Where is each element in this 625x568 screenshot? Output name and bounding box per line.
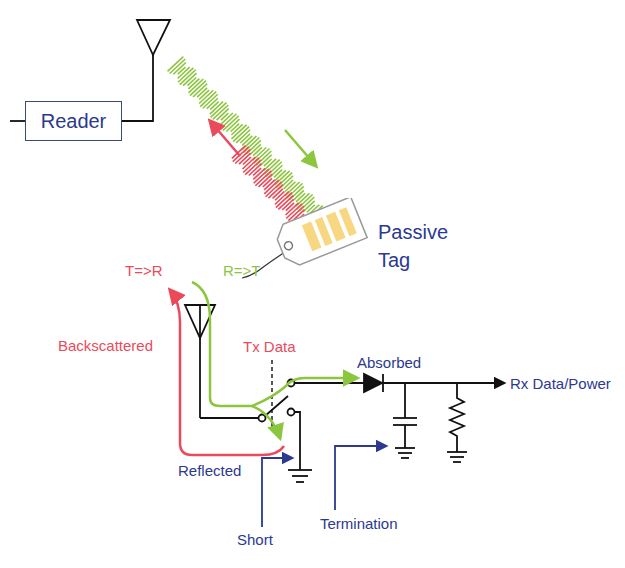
beam-stroke (253, 147, 262, 155)
beam-stroke (276, 193, 292, 208)
backscatter-path (170, 290, 284, 455)
passive-tag: Passive Tag (270, 198, 370, 268)
beam-stroke (231, 124, 239, 132)
beam-stroke (274, 170, 282, 178)
tag-hole (283, 241, 293, 251)
beam-stroke (296, 193, 305, 202)
beam-stroke (203, 94, 218, 108)
reflected-path (252, 406, 280, 438)
beam-stroke (263, 178, 272, 187)
tag-inlay (339, 207, 357, 236)
forward-arrow (285, 130, 316, 166)
beam-stroke (286, 203, 294, 211)
beam-stroke (233, 127, 249, 142)
signal-label: Rx Data/Power (510, 375, 611, 392)
signal-label: Tx Data (243, 338, 296, 355)
short-pointer (262, 458, 292, 527)
tag-label: Passive Tag (378, 218, 458, 274)
reader-box: Reader (25, 101, 122, 141)
node-label: Reader (41, 110, 107, 133)
part-label: Short (237, 531, 273, 548)
beam-stroke (210, 102, 219, 110)
tag-outline (270, 198, 370, 268)
part-label: Termination (320, 515, 398, 532)
beam-stroke (245, 160, 261, 175)
direction-label: T=>R (125, 262, 163, 279)
beam-stroke (200, 92, 216, 107)
termination-pointer (335, 446, 386, 510)
beam-stroke (268, 185, 282, 199)
backscatter-arrow (210, 121, 240, 156)
path-label: Absorbed (357, 354, 421, 371)
path-label: Backscattered (58, 337, 153, 354)
beam-stroke (243, 157, 251, 164)
path-label: Reflected (178, 462, 241, 479)
beam-stroke (255, 171, 271, 186)
beam-stroke (187, 77, 196, 85)
beam-stroke (223, 116, 239, 131)
tag-body (273, 198, 367, 268)
beam-stroke (213, 105, 228, 119)
direction-label: R=>T (223, 262, 261, 279)
beam-stroke (190, 81, 206, 96)
beam-stroke (170, 59, 186, 74)
rf-beams (168, 57, 326, 230)
absorbed-path (192, 282, 357, 406)
beam-stroke (278, 195, 293, 209)
beam-stroke (266, 182, 282, 197)
